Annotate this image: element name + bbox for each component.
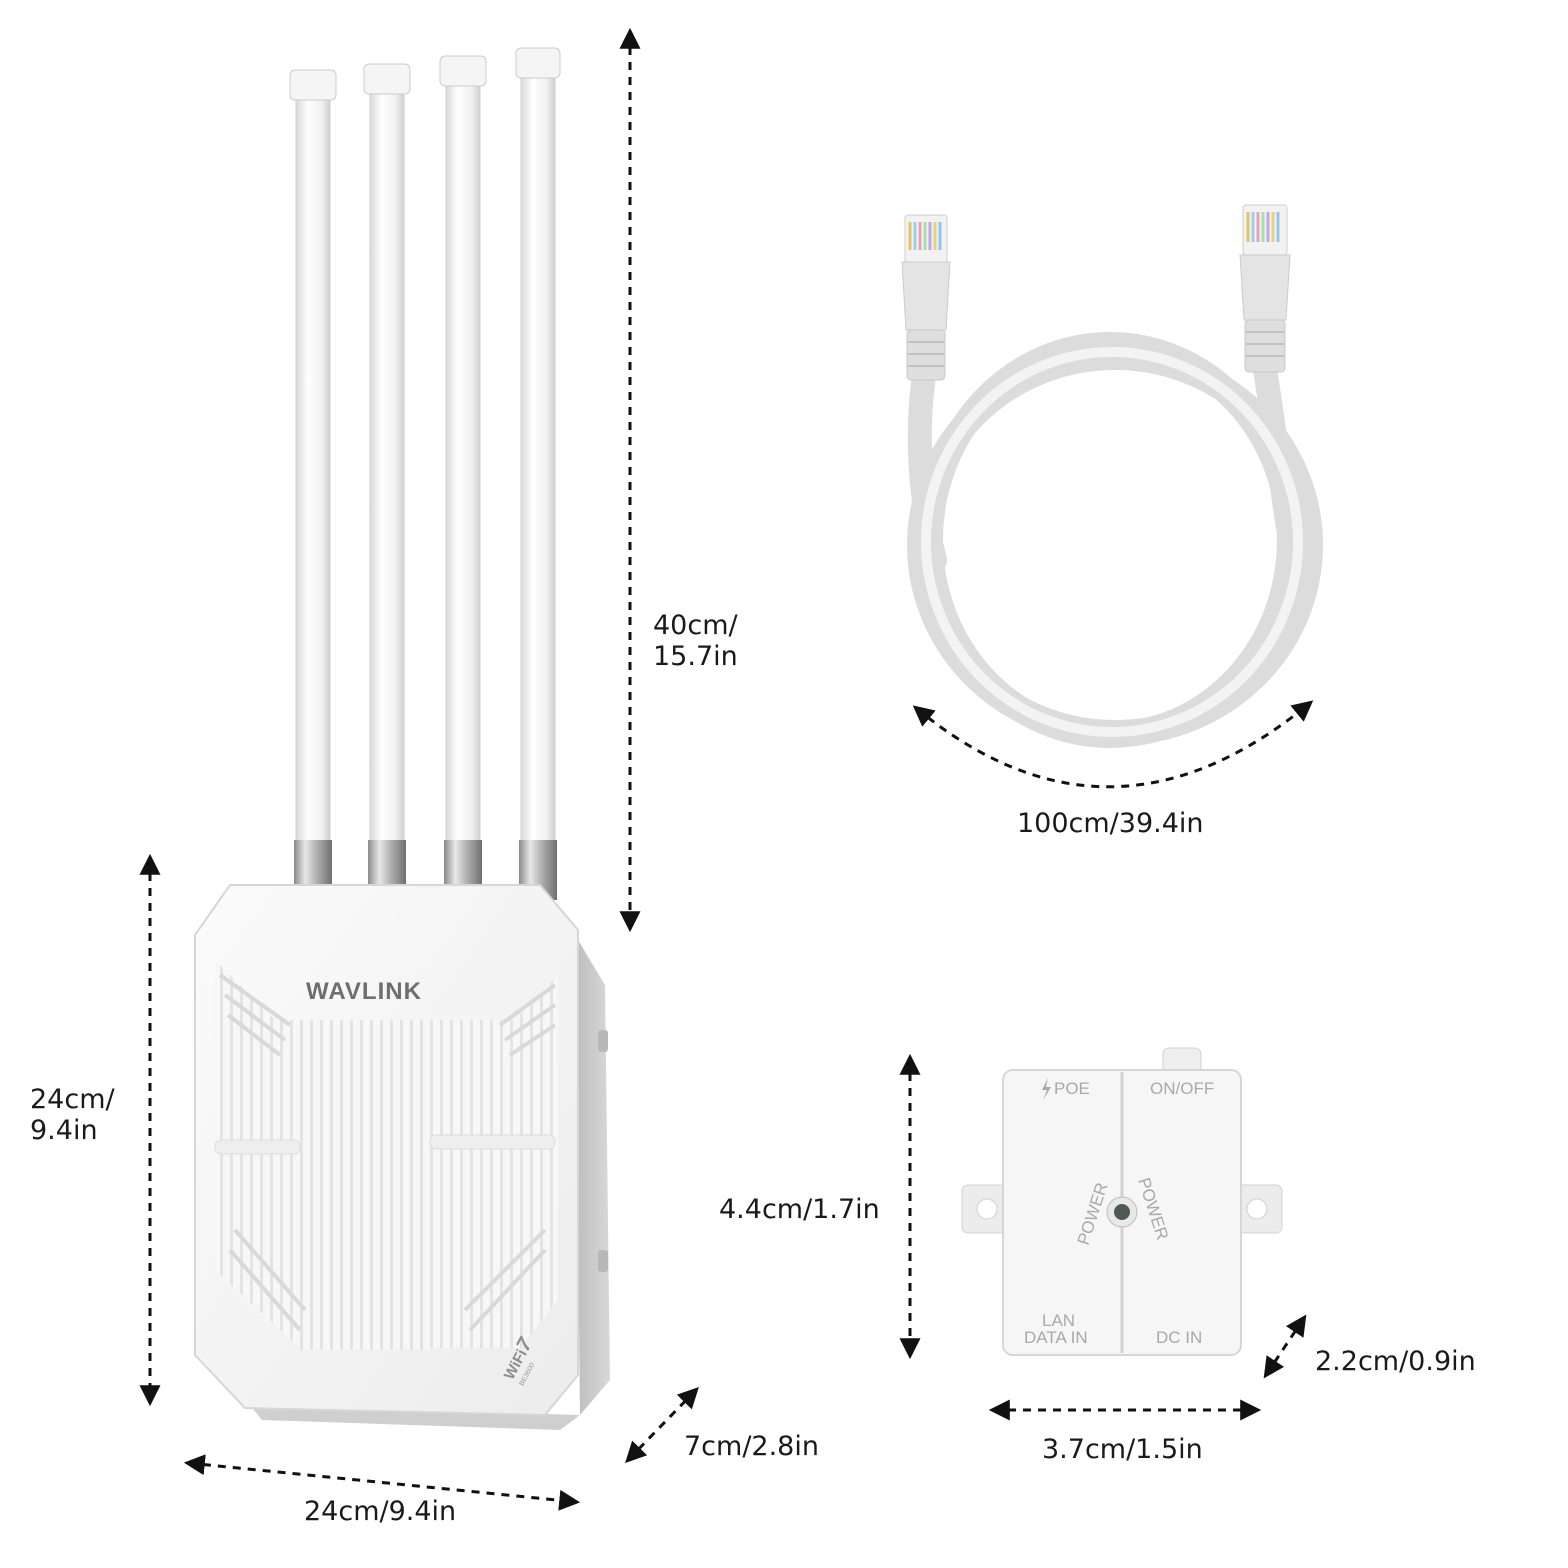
outdoor-router [194, 884, 610, 1430]
injector-width-label: 3.7cm/1.5in [1042, 1434, 1203, 1465]
antenna-group [289, 47, 561, 900]
antenna-4 [515, 47, 561, 900]
router-width-arrow [183, 1454, 581, 1511]
ethernet-cable [901, 204, 1323, 748]
poe-port-label: POE [1054, 1079, 1090, 1098]
on-off-label: ON/OFF [1150, 1079, 1214, 1098]
antenna-2 [363, 63, 411, 890]
antenna-3 [439, 55, 487, 890]
router-width-label: 24cm/9.4in [304, 1496, 457, 1527]
injector-height-label: 4.4cm/1.7in [719, 1194, 880, 1225]
rj45-left [901, 214, 951, 381]
injector-depth-label: 2.2cm/0.9in [1315, 1346, 1476, 1377]
router-depth-arrow [625, 1386, 699, 1464]
poe-injector [961, 1047, 1283, 1356]
dc-in-label: DC IN [1156, 1328, 1202, 1347]
router-depth-label: 7cm/2.8in [684, 1431, 819, 1462]
router-height-label: 24cm/ 9.4in [30, 1084, 115, 1146]
rj45-right [1239, 204, 1291, 373]
router-brand-logo: WAVLINK [306, 978, 422, 1005]
cable-length-label: 100cm/39.4in [1017, 808, 1204, 839]
antenna-1 [289, 69, 337, 890]
antenna-height-label: 40cm/ 15.7in [653, 610, 738, 672]
cable-length-arrow [912, 700, 1314, 789]
injector-depth-arrow [1263, 1314, 1307, 1379]
dimension-lines [139, 27, 1314, 1511]
data-in-label: DATA IN [1024, 1328, 1088, 1347]
lightning-icon [1042, 1078, 1051, 1100]
lan-label: LAN [1042, 1311, 1075, 1330]
